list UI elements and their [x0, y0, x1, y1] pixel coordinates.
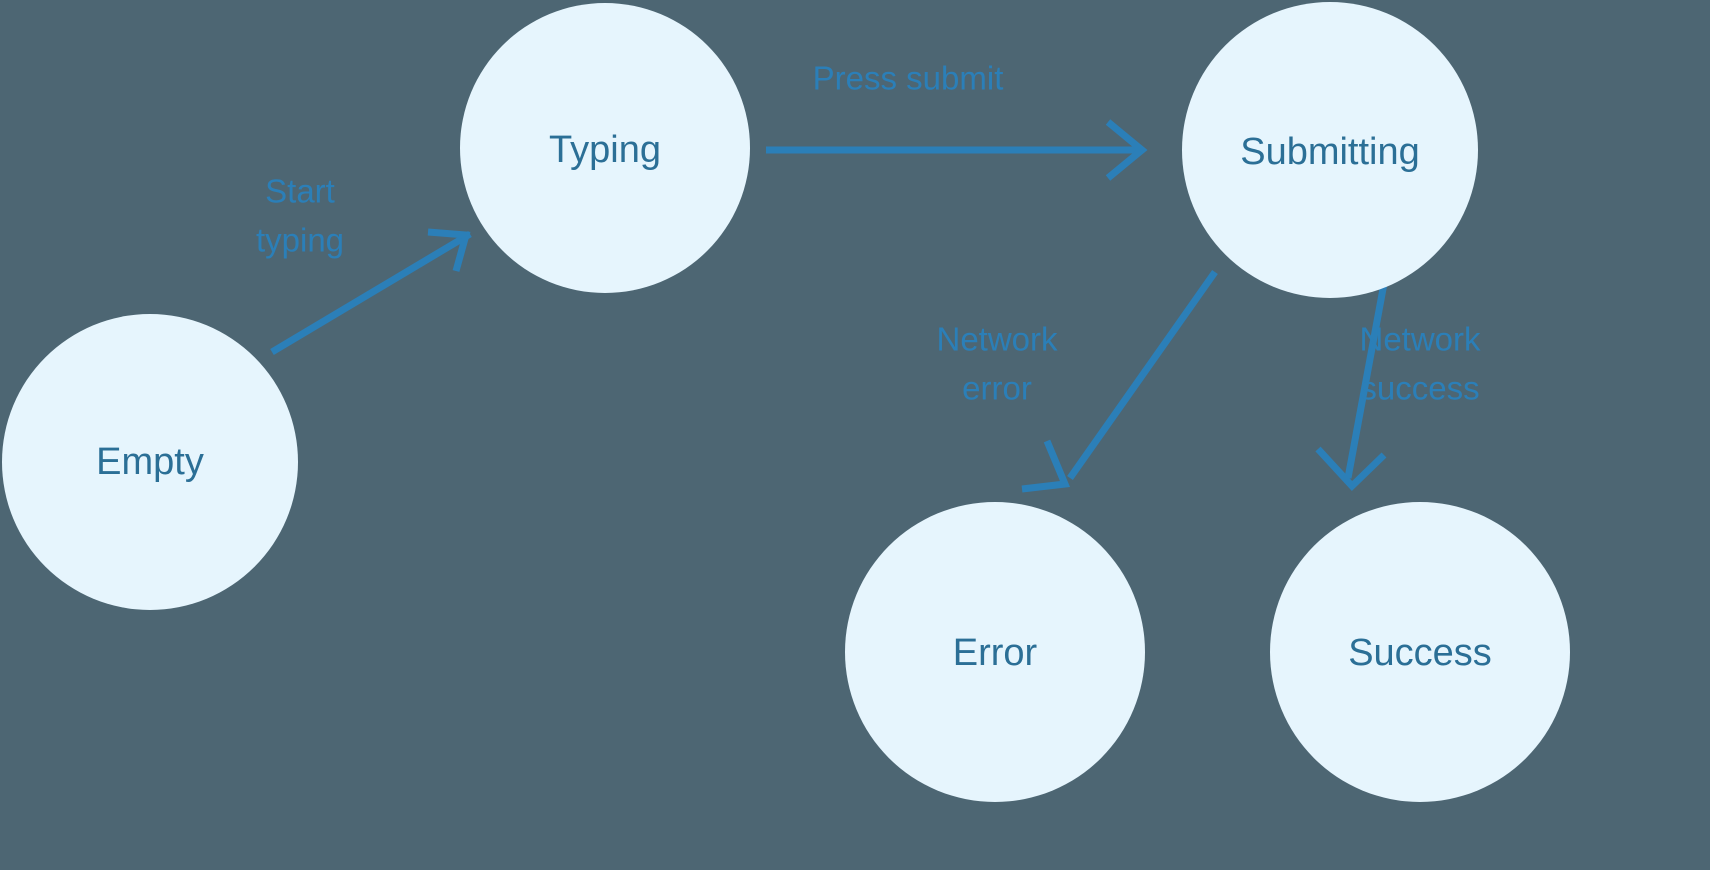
edge-label-network-error-line-2: error [962, 370, 1032, 407]
edge-typing-to-submitting [766, 119, 1148, 181]
edge-label-empty-to-typing: Start typing [256, 173, 344, 259]
node-success-circle[interactable] [1270, 502, 1570, 802]
edge-label-network-success-line-1: Network [1359, 321, 1481, 358]
edge-label-network-success-line-2: success [1360, 370, 1479, 407]
edge-label-typing-to-submitting: Press submit [813, 60, 1004, 97]
edge-empty-to-typing-arrowhead [427, 228, 471, 272]
node-typing-circle[interactable] [460, 3, 750, 293]
edge-label-submitting-to-error: Network error [936, 321, 1058, 407]
edge-label-start-typing-line-2: typing [256, 222, 344, 259]
edge-submitting-to-success-arrowhead [1315, 446, 1387, 492]
node-error[interactable]: Error [845, 502, 1145, 802]
node-success[interactable]: Success [1270, 502, 1570, 802]
edge-label-submitting-to-success: Network success [1359, 321, 1481, 407]
edge-typing-to-submitting-arrowhead [1105, 119, 1148, 181]
edge-label-network-error-line-1: Network [936, 321, 1058, 358]
node-error-label: Error [953, 632, 1038, 674]
node-empty-circle[interactable] [2, 314, 298, 610]
edge-submitting-to-success [1315, 277, 1389, 492]
edge-submitting-to-error [1021, 269, 1218, 493]
node-error-circle[interactable] [845, 502, 1145, 802]
node-typing[interactable]: Typing [460, 3, 750, 293]
node-empty-label: Empty [96, 441, 204, 483]
node-submitting-label: Submitting [1240, 131, 1420, 173]
node-submitting-circle[interactable] [1182, 2, 1478, 298]
edge-empty-to-typing-line [270, 230, 472, 356]
node-typing-label: Typing [549, 129, 661, 171]
node-success-label: Success [1348, 632, 1492, 674]
edge-label-start-typing-line-1: Start [265, 173, 335, 210]
edge-empty-to-typing [270, 228, 472, 356]
node-submitting[interactable]: Submitting [1182, 2, 1478, 298]
edge-submitting-to-error-line [1067, 269, 1218, 481]
edge-label-press-submit: Press submit [813, 60, 1004, 97]
node-empty[interactable]: Empty [2, 314, 298, 610]
edge-submitting-to-error-arrowhead [1021, 439, 1071, 493]
edge-submitting-to-success-line [1344, 277, 1389, 479]
